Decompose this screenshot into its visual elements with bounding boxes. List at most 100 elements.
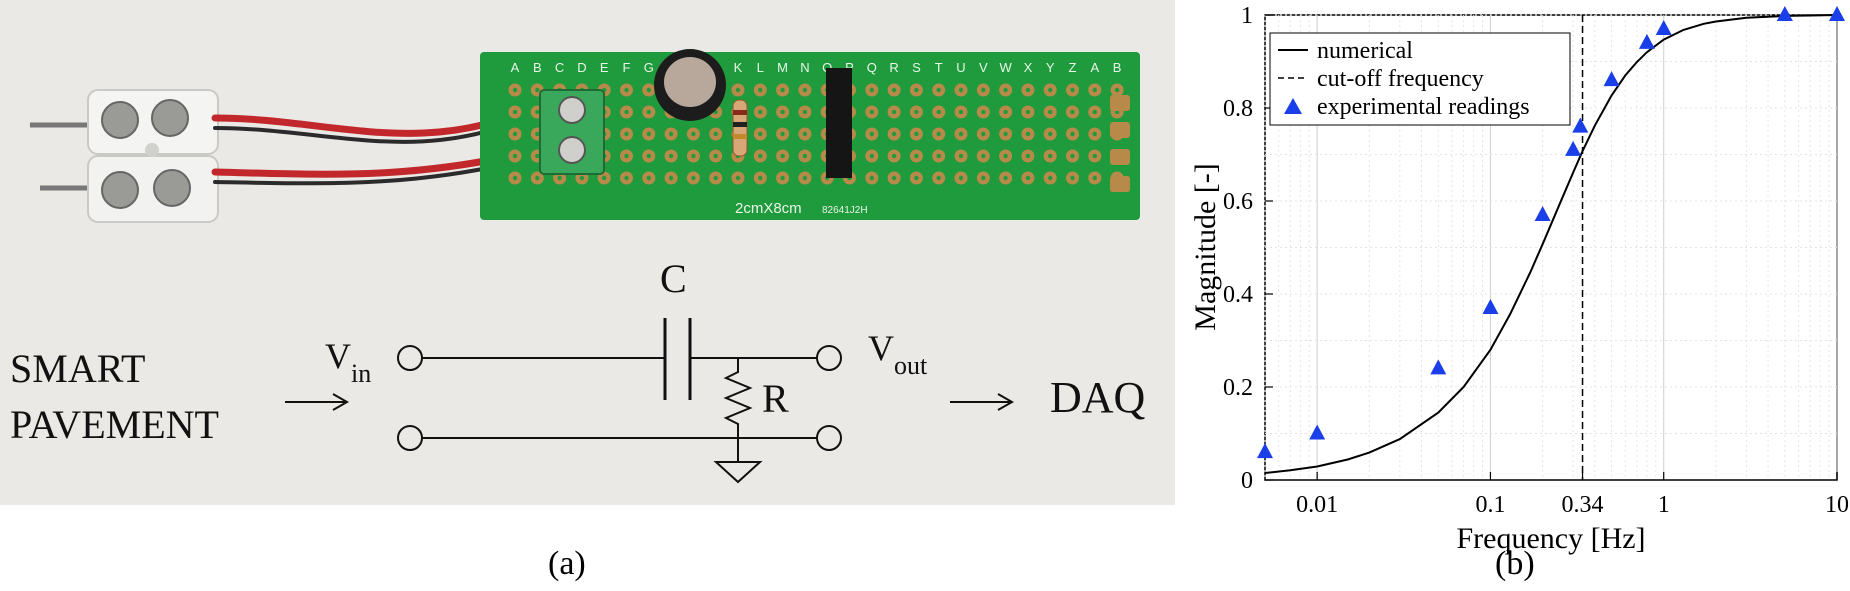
experimental-point <box>1482 298 1499 314</box>
pcb-pad-hole <box>758 87 763 93</box>
pcb-column-letter: R <box>889 60 898 75</box>
pcb-pad-hole <box>624 109 629 115</box>
pcb-pad-hole <box>1003 131 1008 137</box>
pcb-pad-hole <box>735 175 741 181</box>
pcb-pad-hole <box>914 87 919 93</box>
screw-terminal-block <box>30 89 219 223</box>
pcb-column-letter: A <box>1090 60 1099 75</box>
pcb-column-letter: F <box>623 60 631 75</box>
resistor-body <box>732 99 748 157</box>
pcb-pad-hole <box>512 175 518 181</box>
pcb-pad-hole <box>914 131 919 137</box>
pcb-column-letter: L <box>757 60 764 75</box>
pcb-pad-hole <box>758 175 763 181</box>
y-tick-label: 0.4 <box>1223 282 1253 308</box>
pcb-pad-hole <box>713 175 718 181</box>
rc-highpass-schematic: SMART PAVEMENT Vin C R Vout DAQ <box>10 256 1146 484</box>
pcb-pad-hole <box>602 175 607 181</box>
pcb-pad-hole <box>780 175 785 181</box>
board-size-print: 2cmX8cm <box>735 200 802 217</box>
terminal-screw <box>101 171 139 209</box>
resistor-band <box>733 134 747 139</box>
pcb-pad-hole <box>1092 87 1098 93</box>
terminal-screw <box>153 169 191 207</box>
pcb-pad-hole <box>668 153 674 159</box>
pcb-edge-pad <box>1110 149 1130 165</box>
pcb-pad-hole <box>981 153 986 159</box>
output-terminal-top <box>816 345 842 371</box>
pcb-pad-hole <box>802 87 808 93</box>
pcb-pad-hole <box>802 131 808 137</box>
pcb-edge-pad <box>1110 122 1130 138</box>
experimental-point <box>1430 359 1447 375</box>
pcb-pad-hole <box>512 87 518 93</box>
pcb-pad-hole <box>758 109 763 115</box>
x-axis-label: Frequency [Hz] <box>1456 522 1645 555</box>
pcb-pad-hole <box>1025 87 1031 93</box>
caption-b: (b) <box>1495 545 1535 582</box>
chart-legend: numerical cut-off frequency experimental… <box>1269 32 1571 126</box>
pcb-pad-hole <box>691 175 696 181</box>
pcb-pad-hole <box>758 153 763 159</box>
pcb-pad-hole <box>646 109 651 115</box>
pcb-pad-hole <box>624 87 629 93</box>
pcb-pad-hole <box>891 131 897 137</box>
pcb-column-letter: Z <box>1069 60 1077 75</box>
x-tick-label: 0.34 <box>1562 492 1604 518</box>
pcb-pad-hole <box>802 175 808 181</box>
pcb-pad-hole <box>780 153 785 159</box>
pcb-column-letter: T <box>935 60 943 75</box>
pcb-column-letter: A <box>511 60 520 75</box>
pcb-pad-hole <box>914 175 919 181</box>
y-axis-label: Magnitude [-] <box>1189 163 1222 330</box>
pcb-column-letter: U <box>956 60 965 75</box>
pcb-pad-hole <box>936 175 941 181</box>
pcb-pad-hole <box>1003 175 1008 181</box>
pcb-pad-hole <box>1025 175 1031 181</box>
pcb-pad-hole <box>958 153 964 159</box>
plot-series <box>1257 6 1845 480</box>
pcb-pad-hole <box>535 131 540 137</box>
pcb-pad-hole <box>1048 175 1053 181</box>
pcb-pad-hole <box>1025 131 1031 137</box>
pcb-column-letter: B <box>1113 60 1122 75</box>
green-pcb-terminal <box>539 89 605 175</box>
pcb-column-letter: Q <box>867 60 877 75</box>
pcb-pad-hole <box>535 109 540 115</box>
source-arrow-head <box>332 393 350 411</box>
pcb-pad-hole <box>780 109 785 115</box>
pcb-column-letter: P <box>845 60 854 75</box>
pcb-column-letter: M <box>777 60 788 75</box>
pcb-pad-hole <box>1092 131 1098 137</box>
pcb-pad-hole <box>936 109 941 115</box>
pcb-pad-hole <box>802 109 808 115</box>
pcb-pad-hole <box>668 175 674 181</box>
legend-box <box>1269 32 1571 126</box>
legend-swatch-experimental <box>1284 98 1302 114</box>
plot-grid <box>1264 14 1838 480</box>
pcb-pad-hole <box>557 175 562 181</box>
pcb-pad-hole <box>691 131 696 137</box>
pcb-column-letter: S <box>912 60 921 75</box>
pcb-pad-hole <box>936 87 941 93</box>
pcb-pad-hole <box>891 109 897 115</box>
y-tick-label: 0.8 <box>1223 96 1253 122</box>
pcb-column-letter: X <box>1024 60 1033 75</box>
pcb-pad-hole <box>1048 153 1053 159</box>
capacitor-top <box>664 57 716 107</box>
experimental-point <box>1776 6 1793 21</box>
experimental-point <box>1257 443 1273 459</box>
experimental-point <box>1603 71 1620 87</box>
pcb-pad-hole <box>512 131 518 137</box>
pcb-edge-pad <box>1110 176 1130 192</box>
vout-label: Vout <box>868 328 928 380</box>
experimental-point <box>1829 6 1845 21</box>
terminal-mount-hole <box>145 143 159 157</box>
resistor-label: R <box>762 376 789 421</box>
resistor-band <box>733 122 747 127</box>
y-tick-label: 1 <box>1241 3 1253 29</box>
pcb-pad-hole <box>914 153 919 159</box>
x-tick-label: 10 <box>1825 492 1849 518</box>
x-tick-label: 0.1 <box>1475 492 1505 518</box>
